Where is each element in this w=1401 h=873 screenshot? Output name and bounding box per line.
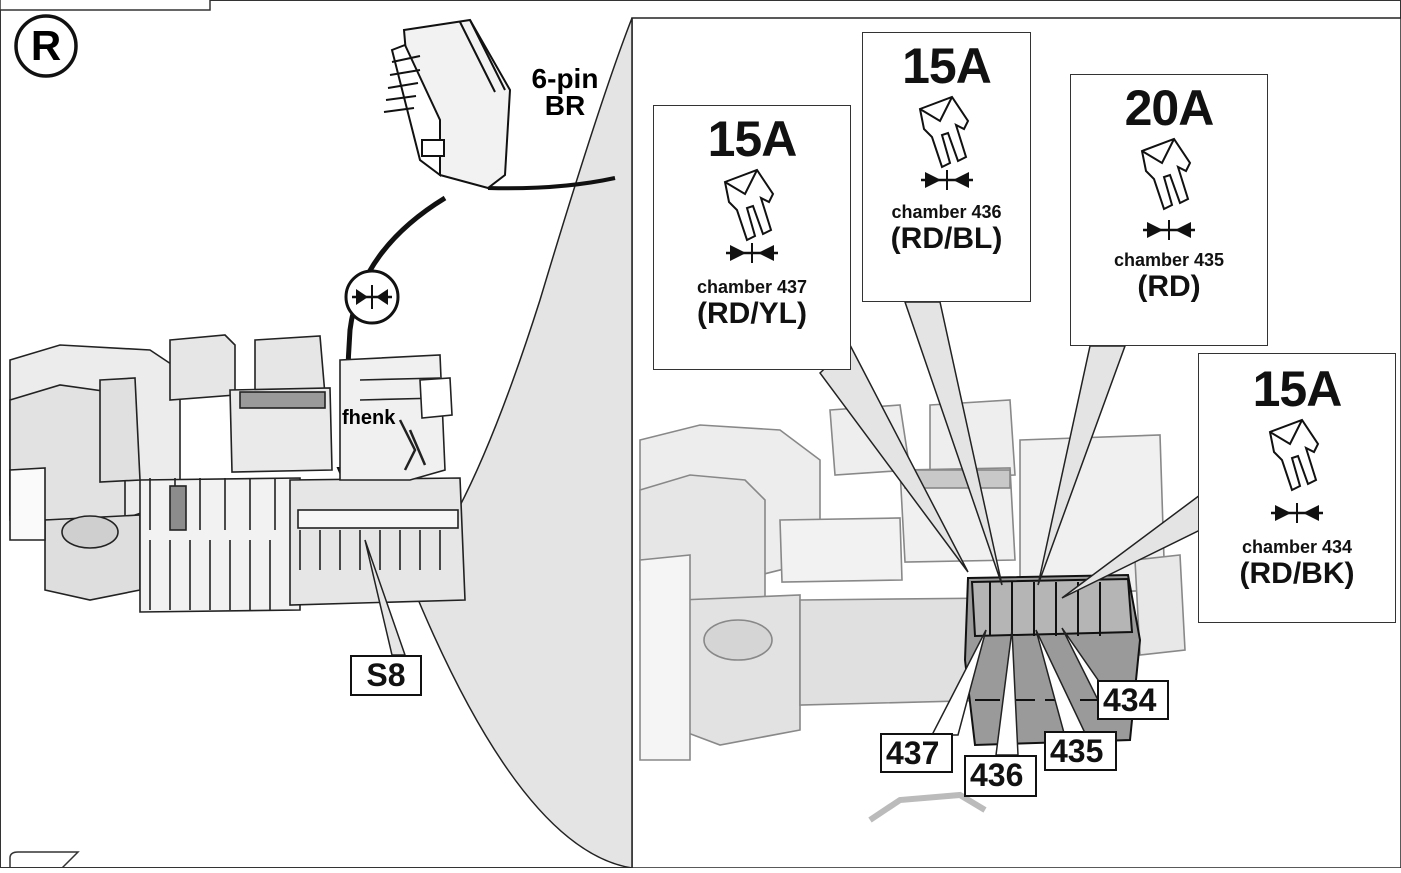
small-fragment-text: fhenk — [342, 407, 396, 429]
fuse-card-434: 15A chamber 434 (RD/BK) — [1198, 353, 1396, 623]
blade-fuse-icon — [723, 168, 775, 242]
slot-label-437: 437 — [880, 733, 953, 773]
push-in-arrows-icon — [1143, 220, 1195, 240]
footer-tab — [9, 851, 80, 869]
harness-wires — [868, 791, 987, 823]
chamber-label: chamber 435 — [1113, 250, 1225, 270]
wire-color: (RD) — [1137, 269, 1201, 303]
blade-fuse-icon — [1268, 418, 1320, 492]
connector-wire-out — [487, 176, 616, 191]
fuse-rating: 15A — [1252, 361, 1343, 417]
push-in-arrows-icon — [920, 170, 973, 190]
fuse-box-detail — [639, 399, 1186, 761]
fuse-card-435: 20A chamber 435 (RD) — [1070, 74, 1268, 346]
box-label-s8: S8 — [350, 655, 422, 696]
fuse-card-437: 15A chamber 437 (RD/YL) — [653, 105, 851, 370]
variant-symbol: R — [31, 22, 61, 69]
fuse-box-overview — [9, 334, 466, 613]
fuse-rating: 20A — [1124, 80, 1215, 136]
blade-fuse-icon — [918, 95, 969, 169]
push-in-arrows-icon — [1271, 503, 1323, 523]
push-in-symbol — [344, 269, 400, 325]
fuse-rating: 15A — [902, 38, 992, 94]
wire-color: (RD/BK) — [1239, 556, 1355, 590]
fuse-pointers — [818, 301, 1201, 599]
wire-color: (RD/YL) — [697, 296, 807, 330]
chamber-label: chamber 434 — [1241, 537, 1353, 557]
zoom-cone — [409, 17, 633, 869]
chamber-label: chamber 436 — [891, 202, 1002, 222]
fuse-card-436: 15A chamber 436 (RD/BL) — [862, 32, 1031, 302]
chamber-label: chamber 437 — [696, 277, 808, 297]
blade-fuse-icon — [1140, 137, 1192, 211]
push-in-arrows-icon — [726, 243, 778, 263]
six-pin-connector — [383, 18, 512, 190]
slot-label-436: 436 — [964, 755, 1037, 797]
slot-pointers — [930, 627, 1099, 756]
fuse-rating: 15A — [707, 111, 798, 167]
slot-label-434: 434 — [1097, 680, 1169, 720]
connector-color-label: BR — [545, 90, 585, 121]
connector-pin-label: 6-pin — [532, 63, 599, 94]
variant-circle — [14, 14, 78, 78]
wire-color: (RD/BL) — [890, 221, 1003, 255]
slot-label-435: 435 — [1044, 731, 1117, 771]
header-tab — [0, 0, 211, 11]
